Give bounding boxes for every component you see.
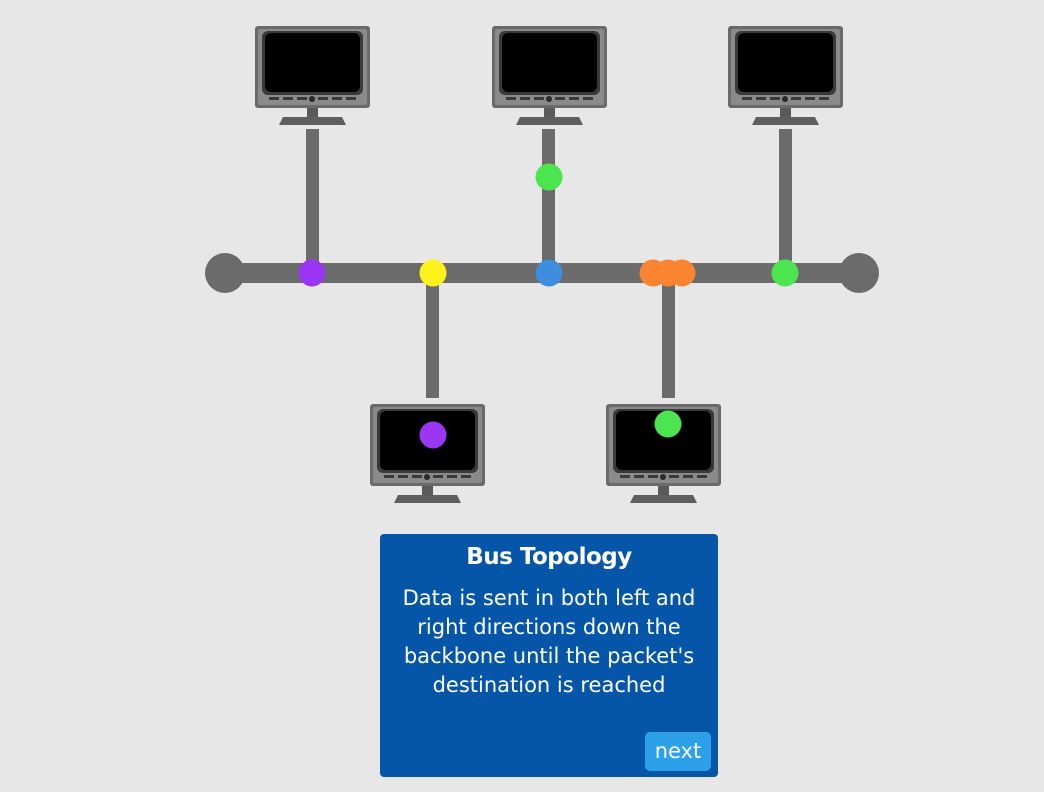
packet-green-at-computer — [654, 410, 682, 438]
packet-orange-backbone-3 — [668, 259, 696, 287]
packet-yellow-backbone — [419, 259, 447, 287]
info-title: Bus Topology — [466, 544, 632, 570]
computer-top-left — [255, 26, 370, 125]
terminator-left — [205, 253, 245, 293]
drop-cable-top-middle — [542, 129, 555, 273]
computer-top-right — [728, 26, 843, 125]
drop-cable-top-left — [306, 129, 319, 273]
packet-green-backbone — [771, 259, 799, 287]
packet-purple-at-computer — [419, 421, 447, 449]
drop-cable-bottom-right — [662, 273, 675, 398]
terminator-right — [839, 253, 879, 293]
packet-green-drop-cable — [535, 163, 563, 191]
computer-bottom-left — [370, 404, 485, 503]
next-button[interactable]: next — [645, 732, 711, 771]
computer-top-middle — [492, 26, 607, 125]
drop-cable-top-right — [779, 129, 792, 273]
info-description: Data is sent in both left and right dire… — [402, 586, 696, 697]
info-panel: Bus Topology Data is sent in both left a… — [380, 534, 718, 777]
packet-purple-backbone — [298, 259, 326, 287]
bus-topology-diagram — [205, 26, 879, 503]
drop-cable-bottom-left — [426, 273, 439, 398]
packet-blue-backbone — [535, 259, 563, 287]
